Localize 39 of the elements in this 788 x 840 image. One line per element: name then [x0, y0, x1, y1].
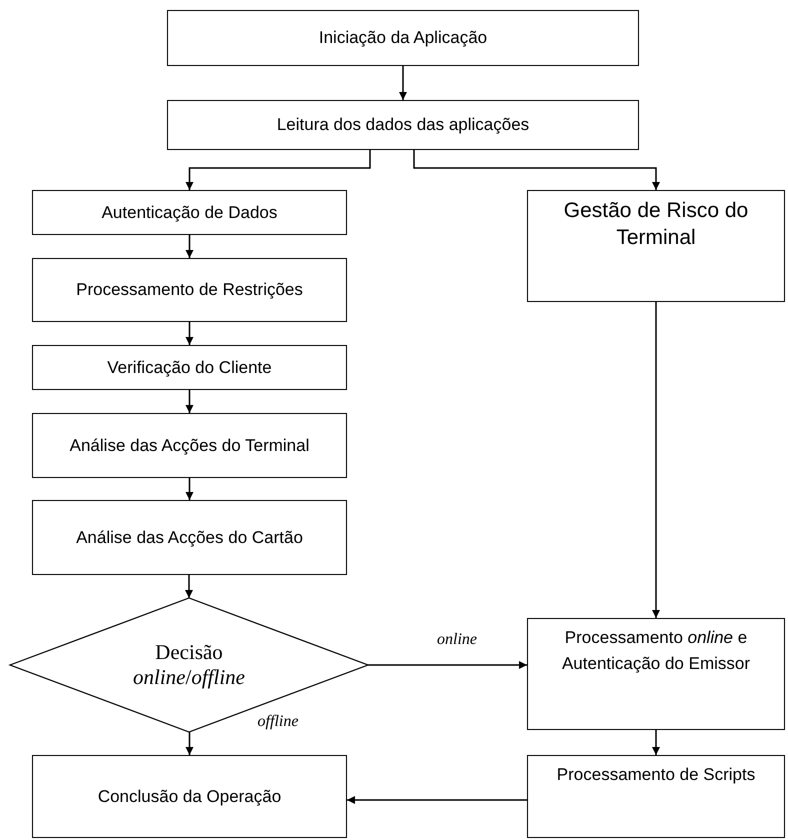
box-text: Autenticação de Dados [102, 202, 278, 224]
arrow [186, 235, 194, 258]
process-box [167, 10, 639, 66]
process-box [32, 755, 347, 838]
arrow [368, 661, 527, 669]
box-text: Leitura dos dados das aplicações [276, 114, 530, 136]
box-text: Gestão de Risco do Terminal [562, 198, 750, 252]
box-text: Processamento de Restrições [76, 279, 303, 302]
box-text: Processamento online e Autenticação do Emissor [560, 627, 752, 675]
box-text: Verificação do Cliente [107, 356, 272, 379]
process-box [32, 413, 347, 478]
process-box [32, 500, 347, 575]
box-text: Processamento de Scripts [556, 764, 756, 786]
arrow [186, 478, 194, 500]
arrow [186, 390, 194, 413]
decision-text: Decisão [155, 640, 223, 665]
arrow [185, 575, 193, 598]
process-box [32, 345, 347, 390]
arrow [652, 302, 660, 618]
decision-diamond [8, 597, 370, 733]
process-box [32, 190, 347, 235]
process-box [527, 190, 785, 302]
process-box [167, 100, 639, 150]
box-text: Iniciação da Aplicação [318, 27, 488, 50]
arrow [186, 322, 194, 345]
decision-text: online/offline [132, 665, 245, 690]
box-text: Análise das Acções do Cartão [76, 526, 303, 549]
arrow [347, 796, 527, 804]
edge-label: offline [256, 714, 300, 730]
arrow [413, 150, 660, 190]
arrow [186, 732, 194, 755]
arrow [399, 66, 407, 100]
process-box [527, 755, 785, 838]
box-text: Conclusão da Operação [98, 786, 282, 808]
process-box [527, 618, 785, 730]
box-text: Análise das Acções do Terminal [70, 434, 310, 457]
arrow [652, 730, 660, 755]
process-box [32, 258, 347, 322]
arrow [186, 150, 371, 190]
